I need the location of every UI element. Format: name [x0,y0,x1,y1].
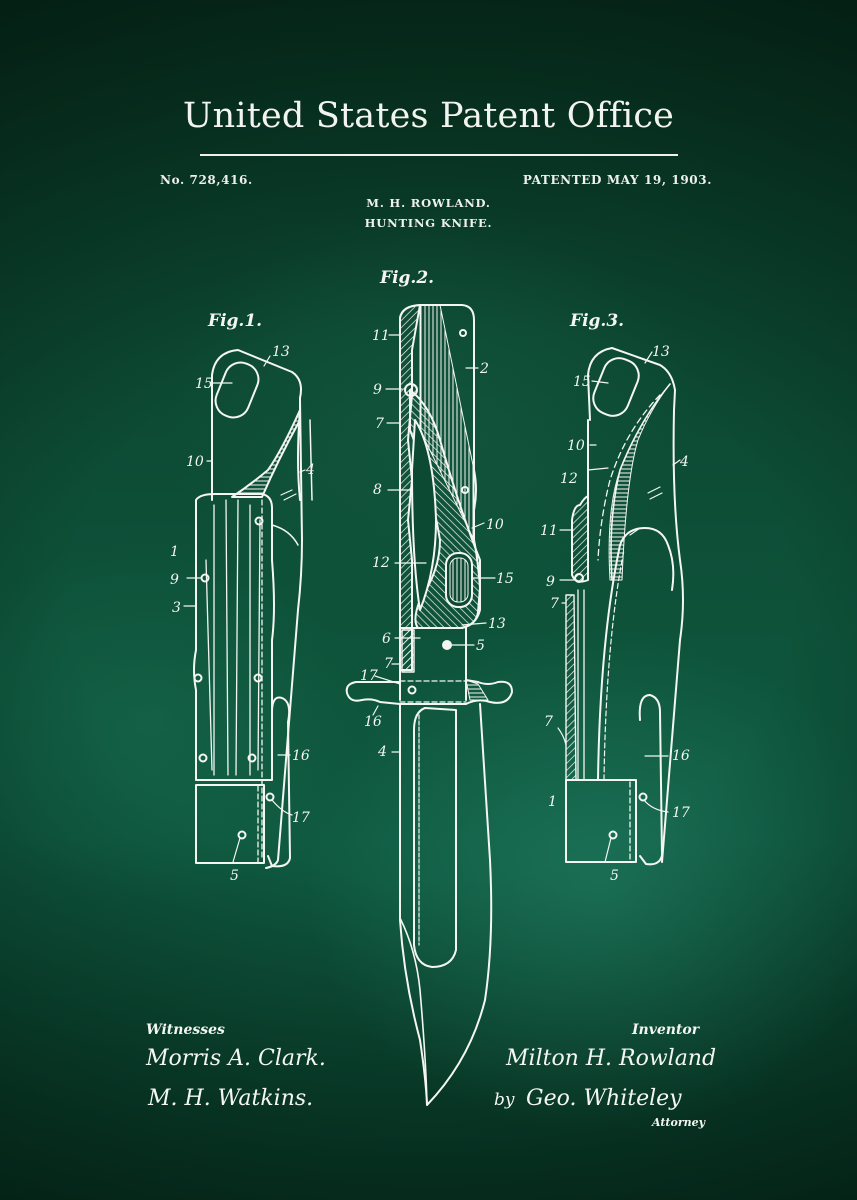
svg-text:9: 9 [546,574,555,590]
svg-text:7: 7 [384,656,393,672]
svg-text:10: 10 [186,454,204,470]
svg-text:9: 9 [170,572,179,588]
svg-text:5: 5 [476,638,485,654]
svg-text:6: 6 [382,631,391,647]
figure-3 [557,347,684,866]
svg-text:15: 15 [573,374,591,390]
svg-text:17: 17 [292,810,310,826]
svg-text:10: 10 [567,438,585,454]
svg-text:Fig.1.: Fig.1. [207,311,262,331]
svg-text:15: 15 [195,376,213,392]
svg-text:11: 11 [540,523,558,539]
svg-text:13: 13 [652,344,670,360]
figure-2 [345,304,513,1106]
svg-text:7: 7 [544,714,553,730]
by-label: by [494,1090,515,1110]
svg-text:4: 4 [377,744,387,760]
patent-number: No. 728,416. [160,173,253,187]
svg-text:7: 7 [375,416,384,432]
svg-text:1: 1 [548,794,557,810]
svg-text:4: 4 [305,462,315,478]
title-divider [200,154,678,156]
svg-text:11: 11 [372,328,390,344]
svg-text:12: 12 [372,555,390,571]
svg-text:8: 8 [373,482,382,498]
page-title: United States Patent Office [182,96,675,136]
svg-text:9: 9 [373,382,382,398]
svg-text:13: 13 [272,344,290,360]
svg-text:17: 17 [672,805,690,821]
svg-text:1: 1 [170,544,179,560]
svg-text:3: 3 [172,600,181,616]
figure-1 [183,349,313,869]
svg-text:5: 5 [610,868,619,884]
svg-text:12: 12 [560,471,578,487]
witness-signature-2: M. H. Watkins. [148,1086,314,1111]
inventor-name: M. H. ROWLAND. [366,196,491,210]
svg-text:10: 10 [486,517,504,533]
svg-text:15: 15 [496,571,514,587]
svg-text:5: 5 [230,868,239,884]
svg-text:16: 16 [672,748,690,764]
inventor-label: Inventor [632,1022,700,1038]
svg-text:7: 7 [550,596,559,612]
attorney-signature: Geo. Whiteley [526,1086,682,1111]
svg-text:Fig.2.: Fig.2. [379,268,434,288]
svg-text:16: 16 [292,748,310,764]
svg-text:16: 16 [364,714,382,730]
attorney-label: Attorney [652,1116,706,1129]
invention-title: HUNTING KNIFE. [364,216,493,230]
svg-text:Fig.3.: Fig.3. [569,311,624,331]
svg-text:2: 2 [479,361,489,377]
svg-text:13: 13 [488,616,506,632]
svg-text:17: 17 [360,668,378,684]
witness-signature-1: Morris A. Clark. [146,1046,326,1071]
svg-text:4: 4 [679,454,689,470]
inventor-signature: Milton H. Rowland [506,1046,717,1071]
witnesses-label: Witnesses [146,1022,225,1038]
patent-date: PATENTED MAY 19, 1903. [522,173,712,187]
callout-labels: Fig.1. 13 15 10 4 1 9 3 16 17 5 Fig.2. 1… [170,268,690,884]
